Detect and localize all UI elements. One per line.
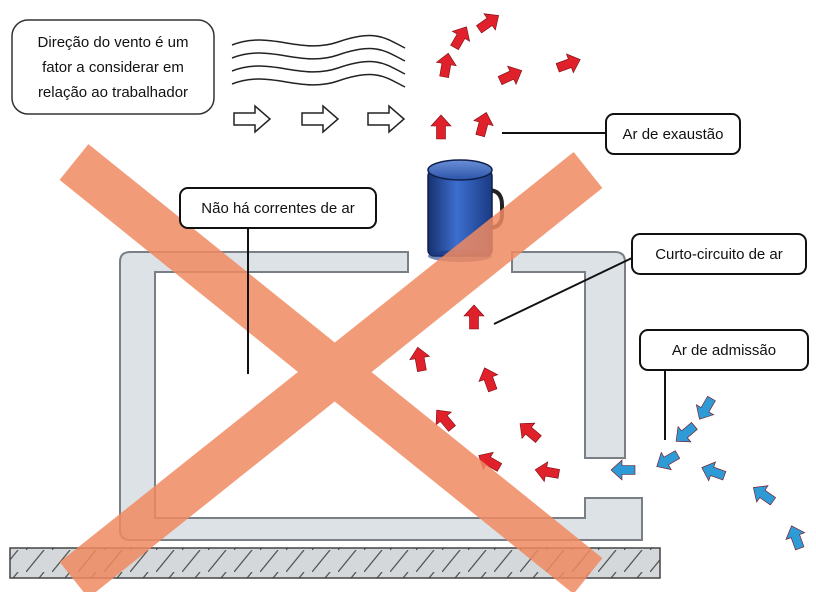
exhaust-arrows — [409, 13, 581, 483]
enclosure-wall-right — [511, 251, 626, 459]
no-drafts-label: Não há correntes de ar — [201, 200, 354, 217]
intake-arrow-icon — [752, 485, 777, 506]
exhaust-arrow-icon — [497, 65, 523, 86]
short-circuit-label: Curto-circuito de ar — [655, 246, 783, 263]
exhaust-arrow-icon — [435, 409, 456, 432]
wind-callout-line-1: Direção do vento é um — [38, 34, 189, 51]
exhaust-arrow-icon — [435, 52, 457, 78]
wind-callout-line-2: fator a considerar em — [42, 59, 184, 76]
exhaust-arrow-icon — [473, 112, 494, 138]
intake-arrow-icon — [695, 395, 716, 420]
wind-callout-line-3: relação ao trabalhador — [38, 84, 188, 101]
hollow-arrow-right-icon — [233, 104, 272, 134]
exhaust-arrow-icon — [409, 346, 431, 372]
hollow-arrow-right-icon — [301, 104, 340, 134]
wind-lines-icon — [231, 34, 406, 88]
intake-arrow-icon — [610, 459, 636, 481]
exhaust-arrow-icon — [430, 114, 452, 140]
hollow-arrow-right-icon — [367, 104, 406, 134]
wind-direction-arrows — [233, 104, 406, 134]
callout-leaders — [247, 132, 666, 440]
cross-out-icon — [59, 144, 603, 592]
intake-arrow-icon — [656, 450, 681, 471]
intake-arrow-icon — [701, 461, 727, 482]
wind-direction-callout: Direção do vento é um fator a considerar… — [11, 19, 215, 115]
exhaust-arrow-icon — [475, 13, 500, 34]
exhaust-label: Ar de exaustão — [623, 126, 724, 143]
intake-arrow-icon — [785, 525, 806, 551]
exhaust-arrow-icon — [519, 422, 542, 443]
intake-arrows — [610, 395, 806, 551]
intake-callout: Ar de admissão — [639, 329, 809, 371]
intake-arrow-icon — [675, 422, 698, 443]
short-circuit-callout: Curto-circuito de ar — [631, 233, 807, 275]
exhaust-callout: Ar de exaustão — [605, 113, 741, 155]
exhaust-arrow-icon — [534, 461, 560, 483]
exhaust-arrow-icon — [555, 53, 581, 74]
no-drafts-callout: Não há correntes de ar — [179, 187, 377, 229]
exhaust-arrow-icon — [463, 304, 485, 330]
exhaust-arrow-icon — [478, 367, 499, 393]
intake-label: Ar de admissão — [672, 342, 776, 359]
exhaust-arrow-icon — [450, 26, 471, 51]
